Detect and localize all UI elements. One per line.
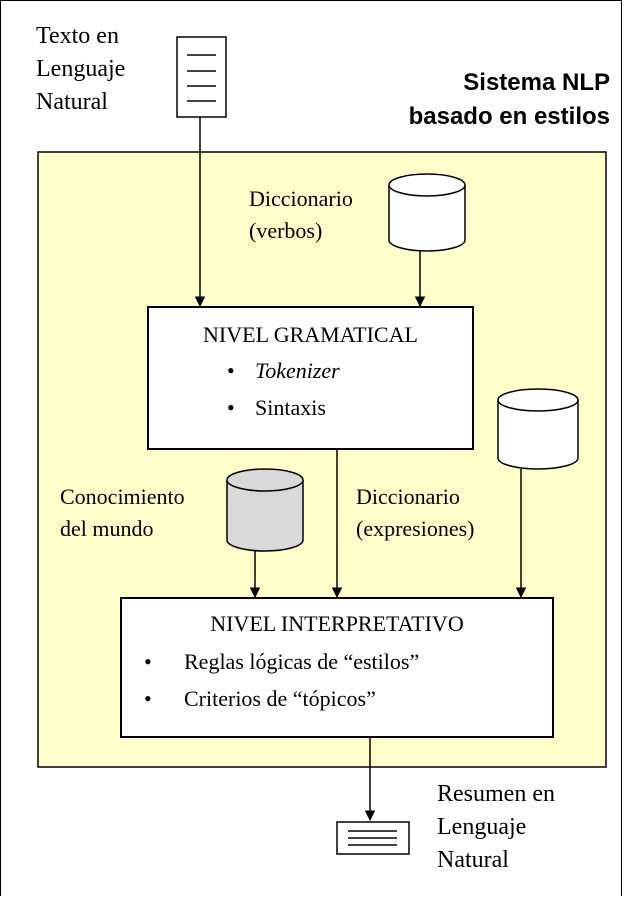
dict-verbs-line-2: (verbos) [249, 218, 323, 243]
bullet-icon: • [227, 358, 235, 383]
dict-expr-line-1: Diccionario [356, 484, 460, 509]
grammar-item-text-0: Tokenizer [255, 358, 340, 383]
interpretive-item-rules: • Reglas lógicas de “estilos” [144, 649, 419, 675]
title-line-2: basado en estilos [408, 103, 610, 130]
dictionary-expressions-label: Diccionario (expresiones) [356, 481, 475, 545]
bullet-icon: • [144, 649, 152, 674]
input-text-label: Texto en Lenguaje Natural [36, 20, 125, 119]
input-label-line-1: Texto en [36, 23, 119, 49]
output-text-label: Resumen en Lenguaje Natural [437, 778, 555, 877]
diagram-title: Sistema NLP basado en estilos [409, 66, 610, 134]
output-label-line-2: Lenguaje [437, 814, 527, 840]
input-document-icon [176, 36, 227, 118]
bullet-icon: • [227, 395, 235, 420]
dict-expr-line-2: (expresiones) [356, 516, 475, 541]
grammar-item-sintaxis: • Sintaxis [227, 395, 326, 421]
grammar-item-tokenizer: • Tokenizer [227, 358, 340, 384]
bullet-icon: • [144, 686, 152, 711]
interpretive-item-text-1: Criterios de “tópicos” [184, 686, 376, 711]
dictionary-expressions-database-icon [497, 388, 579, 470]
interpretive-item-text-0: Reglas lógicas de “estilos” [184, 649, 420, 674]
input-label-line-3: Natural [36, 89, 108, 115]
world-knowledge-database-icon [226, 468, 304, 552]
world-knowledge-line-2: del mundo [60, 516, 154, 541]
output-label-line-3: Natural [437, 847, 509, 873]
world-knowledge-label: Conocimiento del mundo [60, 481, 185, 545]
output-label-line-1: Resumen en [437, 781, 555, 807]
interpretive-item-topics: • Criterios de “tópicos” [144, 686, 376, 712]
grammar-level-box: NIVEL GRAMATICAL • Tokenizer • Sintaxis [147, 306, 474, 450]
interpretive-level-box: NIVEL INTERPRETATIVO • Reglas lógicas de … [120, 597, 554, 738]
grammar-item-text-1: Sintaxis [255, 395, 326, 420]
dictionary-verbs-database-icon [388, 173, 466, 252]
dictionary-verbs-label: Diccionario (verbos) [249, 183, 353, 247]
world-knowledge-line-1: Conocimiento [60, 484, 185, 509]
grammar-level-title: NIVEL GRAMATICAL [203, 322, 418, 347]
interpretive-level-title: NIVEL INTERPRETATIVO [210, 611, 464, 636]
title-line-1: Sistema NLP [463, 69, 610, 96]
input-label-line-2: Lenguaje [36, 56, 126, 82]
dict-verbs-line-1: Diccionario [249, 186, 353, 211]
output-document-icon [336, 821, 410, 855]
